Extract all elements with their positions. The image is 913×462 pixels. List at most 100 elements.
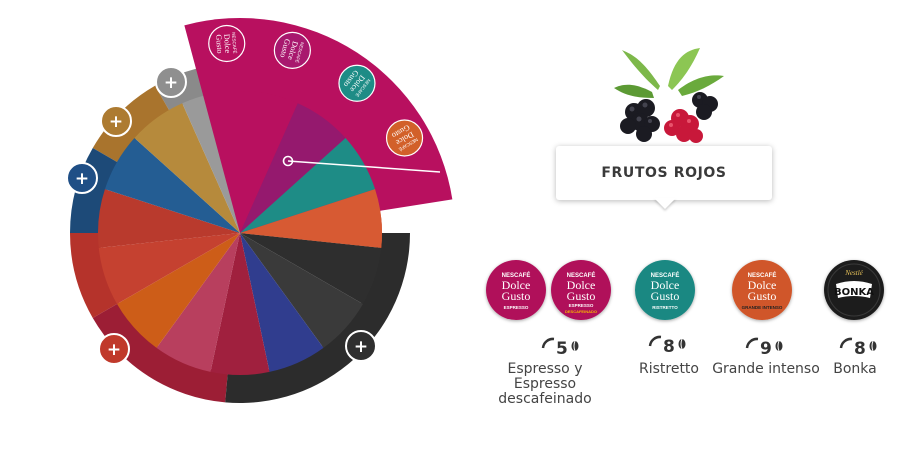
rose-segment[interactable] — [156, 233, 240, 372]
wheel-plus-buttons: + + + + + — [66, 66, 377, 365]
capsule-brand-dolce: Dolce — [502, 278, 531, 292]
plus-button-body — [100, 105, 132, 137]
capsule-body — [273, 31, 311, 69]
capsule-brand-gusto: Gusto — [502, 289, 531, 303]
capsule-body — [385, 119, 424, 157]
capsule-variant: GRANDE INTENSO — [742, 305, 783, 310]
plus-button-gold[interactable]: + — [100, 105, 132, 137]
selected-segment-3 — [240, 137, 376, 233]
capsule-espresso[interactable]: NESCAFÉ Dolce Gusto ESPRESSO — [486, 260, 546, 320]
plus-button-red[interactable]: + — [98, 333, 130, 365]
capsule-grande-intenso[interactable]: NESCAFÉ Dolce Gusto GRANDE INTENSO — [732, 260, 792, 320]
capsule-brand-gusto: Gusto — [567, 289, 596, 303]
plus-button-grey[interactable]: + — [155, 66, 187, 98]
label-line: Espresso y — [507, 361, 583, 377]
label-line: Espresso — [513, 376, 577, 392]
capsule-brand: NESCAFÉ — [502, 271, 531, 279]
maroon-segment[interactable] — [210, 233, 270, 376]
capsule-brand-gusto: Gusto — [214, 34, 224, 54]
coffee-bean-icon — [869, 340, 877, 352]
capsule-brand-gusto: Gusto — [651, 289, 680, 303]
intensity-arc-icon — [541, 337, 555, 349]
capsule-brand-dolce: Dolce — [567, 278, 596, 292]
capsule-variant: ESPRESSO — [504, 305, 529, 310]
capsule-bonka[interactable]: Nestlé BONKA — [824, 260, 884, 320]
navy-segment[interactable] — [240, 233, 324, 372]
capsule-brand-dolce: Dolce — [651, 278, 680, 292]
selected-segment-4 — [240, 189, 382, 248]
plus-button-dark[interactable]: + — [345, 330, 377, 362]
selected-segment-1 — [240, 91, 298, 233]
label-grande-intenso: Grande intenso — [712, 361, 820, 377]
capsule-descafeinado-logo: NESCAFÉ Dolce Gusto ESPRESSO DESCAFEINAD… — [551, 260, 611, 320]
plus-button-body — [66, 162, 98, 194]
capsule-brand: NESCAFÉ — [748, 271, 777, 279]
capsule-body — [486, 260, 546, 320]
capsule-espresso-logo: NESCAFÉ Dolce Gusto ESPRESSO — [486, 260, 546, 320]
label-ristretto: Ristretto — [638, 361, 699, 377]
capsule-brand: NESCAFÉ — [294, 42, 306, 64]
plus-button-body — [155, 66, 187, 98]
blue-segment[interactable] — [104, 137, 240, 233]
ring-red — [70, 233, 119, 318]
intensity-arc-icon — [839, 337, 853, 349]
frutos-rojos-selected-wedge[interactable] — [184, 18, 453, 248]
flavor-tooltip: FRUTOS ROJOS — [556, 146, 772, 200]
intensity-value: 8 — [854, 339, 866, 359]
capsule-brand: Nestlé — [844, 269, 863, 277]
plus-button-body — [98, 333, 130, 365]
capsule-body — [635, 260, 695, 320]
plus-button-body — [345, 330, 377, 362]
ring-navy — [70, 148, 119, 233]
tooltip-title: FRUTOS ROJOS — [601, 165, 727, 181]
capsule-ristretto[interactable]: NESCAFÉ Dolce Gusto RISTRETTO — [635, 260, 695, 320]
capsule-brand: NESCAFÉ — [651, 271, 680, 279]
coffee-bean-icon — [678, 338, 686, 350]
charcoal-segment-1[interactable] — [240, 233, 382, 304]
tooltip-arrow — [654, 198, 676, 209]
pumpkin-segment[interactable] — [117, 233, 240, 348]
label-line: descafeinado — [498, 391, 592, 407]
intensity-value: 8 — [663, 337, 675, 357]
capsule-body — [551, 260, 611, 320]
ring-charcoal — [225, 233, 410, 403]
capsule-bonka-logo: Nestlé BONKA — [824, 260, 884, 320]
plus-icon: + — [107, 340, 121, 360]
charcoal-segment-2[interactable] — [240, 233, 363, 348]
label-bonka: Bonka — [833, 361, 877, 377]
capsule-ristretto-logo: NESCAFÉ Dolce Gusto RISTRETTO — [635, 260, 695, 320]
capsule-body — [732, 260, 792, 320]
coffee-bean-icon — [571, 340, 579, 352]
capsule-brand-dolce: Dolce — [748, 278, 777, 292]
intensity-bonka: 8 — [838, 336, 878, 358]
intensity-value: 5 — [556, 339, 568, 359]
capsule-subvariant: DESCAFEINADO — [565, 309, 597, 314]
capsule-brand: NESCAFÉ — [567, 271, 596, 279]
capsule-brand: NESCAFÉ — [231, 32, 238, 54]
plus-icon: + — [75, 169, 89, 189]
plus-icon: + — [354, 337, 368, 357]
plus-icon: + — [164, 73, 178, 93]
capsule-grande-intenso-logo: NESCAFÉ Dolce Gusto GRANDE INTENSO — [732, 260, 792, 320]
red-segment-2[interactable] — [98, 189, 240, 248]
red-segment-1[interactable] — [98, 233, 240, 304]
capsule-body — [208, 24, 246, 63]
capsule-brand-bonka: BONKA — [834, 287, 874, 298]
capsule-espresso-descafeinado[interactable]: NESCAFÉ Dolce Gusto ESPRESSO DESCAFEINAD… — [551, 260, 611, 320]
intensity-ristretto: 8 — [647, 334, 687, 356]
intensity-arc-icon — [648, 335, 662, 347]
plus-button-blue[interactable]: + — [66, 162, 98, 194]
gold-segment[interactable] — [134, 103, 240, 233]
capsule-variant: RISTRETTO — [652, 305, 678, 310]
intensity-espresso: 5 — [540, 336, 580, 358]
capsule-variant: ESPRESSO — [569, 303, 594, 308]
ring-maroon — [92, 303, 228, 403]
capsule-body — [338, 64, 376, 102]
intensity-grande-intenso: 9 — [744, 336, 784, 358]
